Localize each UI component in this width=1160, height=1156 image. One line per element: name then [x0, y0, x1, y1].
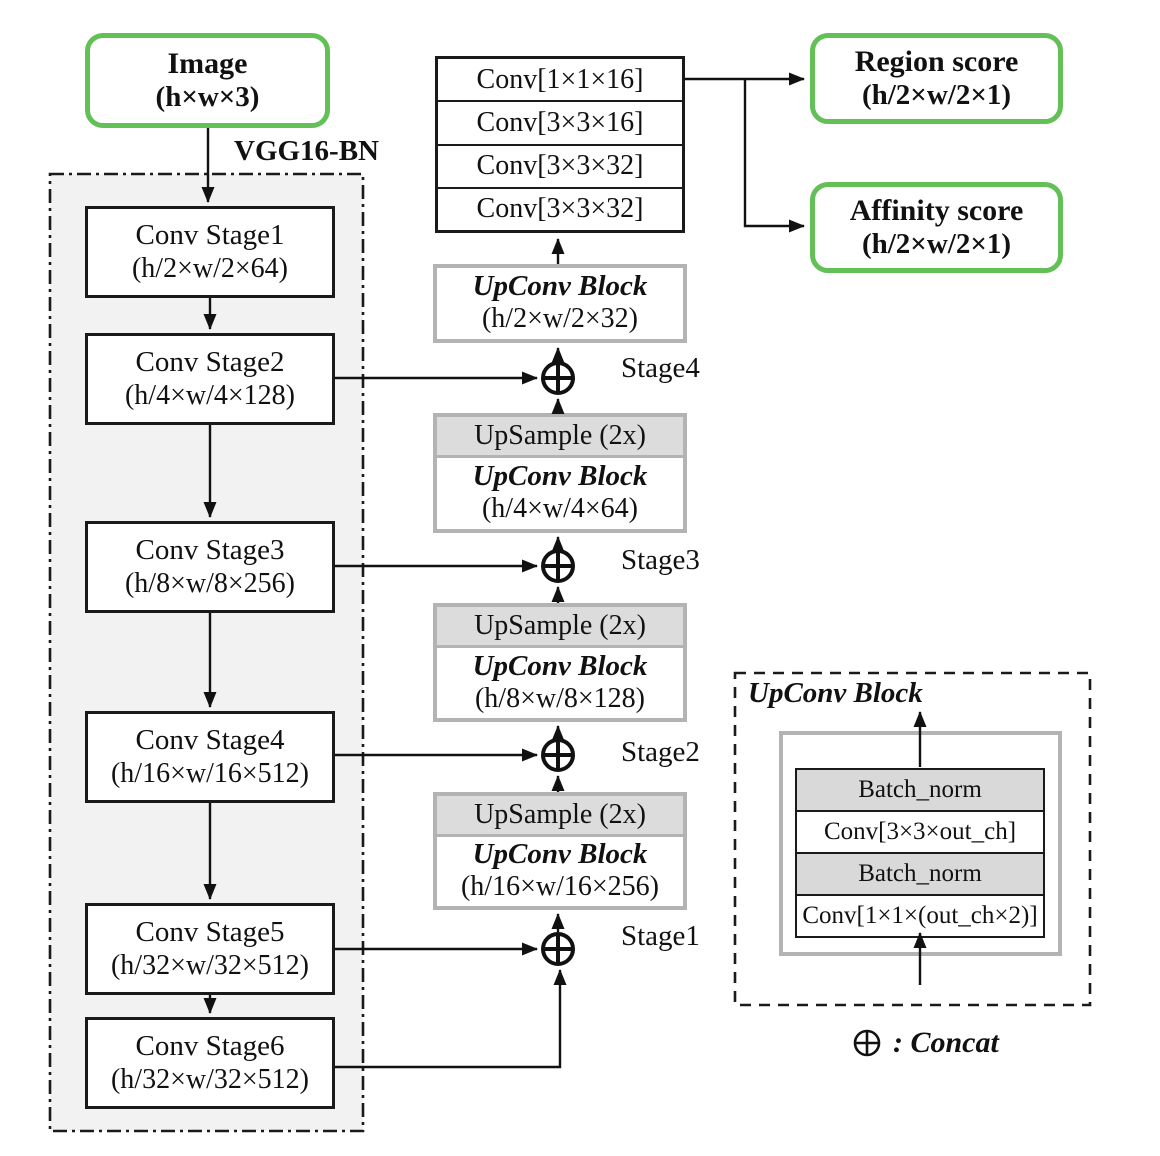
upconv-group-stage1: UpSample (2x) UpConv Block (h/16×w/16×25…	[433, 792, 687, 910]
conv-stage5-title: Conv Stage5	[135, 916, 285, 949]
concat-node-stage3	[541, 549, 575, 583]
upconv-group-stage2: UpSample (2x) UpConv Block (h/8×w/8×128)	[433, 603, 687, 722]
detail-conv1x1: Conv[1×1×(out_ch×2)]	[795, 894, 1045, 938]
concat-legend-text: : Concat	[893, 1026, 999, 1059]
affinity-score-shape: (h/2×w/2×1)	[861, 228, 1012, 261]
head-conv-2: Conv[3×3×16]	[438, 100, 682, 143]
upsample-stage2-label: UpSample (2x)	[437, 607, 683, 648]
upconv-block-stage4: UpConv Block (h/2×w/2×32)	[433, 264, 687, 343]
concat-label-stage4: Stage4	[621, 352, 700, 384]
head-conv-1: Conv[1×1×16]	[476, 63, 644, 95]
conv-stage3-box: Conv Stage3 (h/8×w/8×256)	[85, 521, 335, 613]
upconv-stage2-shape: (h/8×w/8×128)	[474, 682, 645, 714]
conv-stage6-title: Conv Stage6	[135, 1030, 285, 1063]
upsample-stage1-label: UpSample (2x)	[437, 796, 683, 837]
region-score-title: Region score	[854, 44, 1019, 78]
upconv-stage4-title: UpConv Block	[472, 270, 648, 303]
image-input-title: Image	[167, 46, 248, 80]
image-input-shape: (h×w×3)	[155, 81, 260, 114]
upconv-stage1-shape: (h/16×w/16×256)	[460, 871, 659, 903]
region-score-shape: (h/2×w/2×1)	[861, 79, 1012, 112]
affinity-score-box: Affinity score (h/2×w/2×1)	[810, 182, 1063, 273]
head-conv-4: Conv[3×3×32]	[438, 186, 682, 230]
concat-label-stage2: Stage2	[621, 736, 700, 768]
conv-stage4-box: Conv Stage4 (h/16×w/16×512)	[85, 711, 335, 803]
head-conv-stack: Conv[1×1×16] Conv[3×3×16] Conv[3×3×32] C…	[435, 56, 685, 233]
conv-stage6-box: Conv Stage6 (h/32×w/32×512)	[85, 1017, 335, 1109]
conv-stage4-shape: (h/16×w/16×512)	[110, 757, 309, 789]
upsample-stage3-label: UpSample (2x)	[437, 417, 683, 458]
upconv-stage1-title: UpConv Block	[472, 838, 648, 871]
concat-node-stage4	[541, 361, 575, 395]
conv-stage2-box: Conv Stage2 (h/4×w/4×128)	[85, 333, 335, 425]
concat-label-stage1: Stage1	[621, 920, 700, 952]
conv-stage3-title: Conv Stage3	[135, 534, 285, 567]
conv-stage3-shape: (h/8×w/8×256)	[124, 567, 295, 599]
head-conv-3: Conv[3×3×32]	[438, 143, 682, 187]
concat-label-stage3: Stage3	[621, 544, 700, 576]
conv-stage5-shape: (h/32×w/32×512)	[110, 949, 309, 981]
upconv-stage3-shape: (h/4×w/4×64)	[481, 493, 638, 525]
conv-stage2-shape: (h/4×w/4×128)	[124, 379, 295, 411]
detail-batchnorm-1: Batch_norm	[795, 768, 1045, 812]
conv-stage4-title: Conv Stage4	[135, 724, 285, 757]
conv-stage1-box: Conv Stage1 (h/2×w/2×64)	[85, 206, 335, 298]
arrow-head-to-affinity	[743, 79, 805, 233]
upconv-stage4-shape: (h/2×w/2×32)	[481, 303, 638, 335]
conv-stage2-title: Conv Stage2	[135, 346, 285, 379]
conv-stage1-title: Conv Stage1	[135, 219, 285, 252]
backbone-label: VGG16-BN	[234, 135, 379, 167]
upconv-group-stage3: UpSample (2x) UpConv Block (h/4×w/4×64)	[433, 413, 687, 533]
skip-stage6-to-concat1	[335, 969, 567, 1069]
upconv-detail-rows: Batch_norm Conv[3×3×out_ch] Batch_norm C…	[795, 768, 1045, 938]
detail-conv3x3: Conv[3×3×out_ch]	[795, 810, 1045, 854]
image-input-box: Image (h×w×3)	[85, 33, 330, 128]
concat-icon	[853, 1029, 881, 1057]
upconv-detail-title: UpConv Block	[748, 677, 923, 709]
conv-stage1-shape: (h/2×w/2×64)	[131, 252, 288, 284]
region-score-box: Region score (h/2×w/2×1)	[810, 33, 1063, 124]
conv-stage5-box: Conv Stage5 (h/32×w/32×512)	[85, 903, 335, 995]
upconv-stage2-title: UpConv Block	[472, 649, 648, 682]
concat-legend: : Concat	[850, 1026, 999, 1060]
upconv-stage3-title: UpConv Block	[472, 460, 648, 493]
conv-stage6-shape: (h/32×w/32×512)	[110, 1063, 309, 1095]
detail-batchnorm-2: Batch_norm	[795, 852, 1045, 896]
affinity-score-title: Affinity score	[849, 193, 1024, 227]
concat-node-stage1	[541, 932, 575, 966]
concat-node-stage2	[541, 738, 575, 772]
